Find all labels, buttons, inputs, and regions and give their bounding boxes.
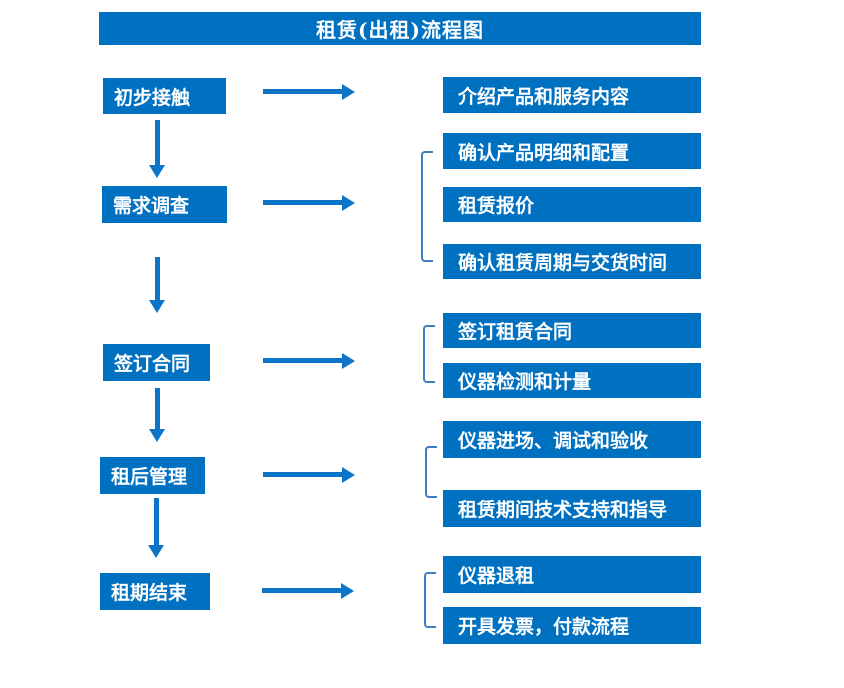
diagram-title: 租赁(出租)流程图	[99, 12, 701, 45]
step-box-rental-end: 租期结束	[100, 573, 210, 610]
group-bracket-5	[424, 572, 436, 628]
arrow-right-icon-2	[263, 195, 355, 211]
output-box-instrument-setup-acceptance: 仪器进场、调试和验收	[443, 421, 701, 458]
output-box-invoice-payment: 开具发票，付款流程	[443, 607, 701, 644]
step-box-initial-contact: 初步接触	[103, 78, 226, 114]
output-box-technical-support: 租赁期间技术支持和指导	[443, 490, 701, 527]
arrow-right-icon-5	[262, 583, 354, 599]
output-box-sign-rental-contract: 签订租赁合同	[443, 313, 701, 348]
output-box-confirm-rental-period: 确认租赁周期与交货时间	[443, 244, 701, 279]
arrow-right-icon-4	[263, 467, 355, 483]
arrow-down-icon-1	[149, 120, 166, 178]
step-box-demand-survey: 需求调查	[102, 186, 227, 223]
group-bracket-3	[423, 325, 435, 383]
arrow-down-icon-4	[148, 498, 165, 558]
output-box-introduce-products: 介绍产品和服务内容	[443, 77, 701, 113]
output-box-instrument-inspection: 仪器检测和计量	[443, 363, 701, 398]
arrow-right-icon-1	[263, 84, 355, 100]
group-bracket-4	[425, 446, 437, 498]
step-box-sign-contract: 签订合同	[103, 344, 210, 381]
arrow-down-icon-2	[149, 257, 166, 313]
output-box-confirm-product-details: 确认产品明细和配置	[443, 133, 701, 169]
arrow-right-icon-3	[263, 353, 355, 369]
group-bracket-2	[421, 151, 433, 262]
output-box-instrument-return: 仪器退租	[443, 556, 701, 593]
step-box-post-rental-management: 租后管理	[100, 457, 205, 494]
output-box-rental-quote: 租赁报价	[443, 187, 701, 222]
arrow-down-icon-3	[149, 388, 166, 442]
